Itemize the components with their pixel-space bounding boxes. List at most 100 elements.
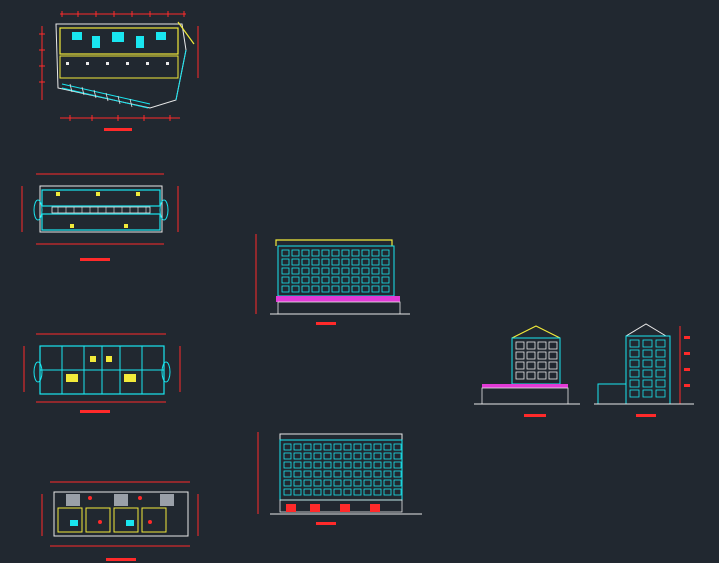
window [393,443,402,451]
window [293,443,302,451]
window [321,258,330,266]
side-elevation-left[interactable] [474,325,580,417]
window [333,443,342,451]
window [331,285,340,293]
window [353,470,362,478]
window [323,443,332,451]
window [293,479,302,487]
window [353,461,362,469]
window [281,267,290,275]
window [373,488,382,496]
window [343,443,352,451]
window [343,488,352,496]
window [383,443,392,451]
window [526,371,536,380]
window [381,258,390,266]
window [371,258,380,266]
window [311,285,320,293]
window [351,249,360,257]
window [373,452,382,460]
window [283,452,292,460]
floor-plan-typical-c[interactable] [41,481,199,561]
window [642,339,653,348]
side-elevation-right[interactable] [594,323,694,417]
window [281,249,290,257]
window [537,341,547,350]
window [393,488,402,496]
window [629,359,640,368]
floor-plan-typical-b[interactable] [23,333,181,413]
window [381,249,390,257]
window [381,267,390,275]
window [363,461,372,469]
window [323,461,332,469]
window [283,461,292,469]
window [361,276,370,284]
window [333,470,342,478]
window [642,389,653,398]
window [341,285,350,293]
window [291,249,300,257]
window [293,488,302,496]
floor-plan-typical-a[interactable] [21,173,179,261]
window [291,258,300,266]
window [293,461,302,469]
window [301,285,310,293]
window [655,359,666,368]
window [301,258,310,266]
window [361,267,370,275]
window [548,371,558,380]
window [537,351,547,360]
window [303,470,312,478]
window [351,267,360,275]
window [321,276,330,284]
window [642,369,653,378]
window [655,339,666,348]
window [301,276,310,284]
window [281,285,290,293]
window [373,479,382,487]
window-grid [281,249,390,293]
window [341,276,350,284]
window [655,379,666,388]
window [363,470,372,478]
window [548,341,558,350]
window [515,351,525,360]
window [515,371,525,380]
window [363,443,372,451]
floor-plan-site[interactable] [39,11,199,131]
window [303,452,312,460]
window [642,359,653,368]
window [393,452,402,460]
window [393,479,402,487]
window [281,258,290,266]
window [526,361,536,370]
window [341,249,350,257]
window [333,461,342,469]
window [331,276,340,284]
window [281,276,290,284]
window [371,249,380,257]
window [313,488,322,496]
window [629,379,640,388]
window [313,443,322,451]
window [371,276,380,284]
front-elevation[interactable] [255,234,410,325]
window [321,249,330,257]
window [333,452,342,460]
window [515,361,525,370]
window [393,461,402,469]
window [333,479,342,487]
window [381,276,390,284]
window [291,285,300,293]
rear-elevation[interactable] [257,432,422,525]
window [303,443,312,451]
window [371,285,380,293]
window [343,470,352,478]
window [333,488,342,496]
window [353,488,362,496]
window [629,389,640,398]
window [341,267,350,275]
